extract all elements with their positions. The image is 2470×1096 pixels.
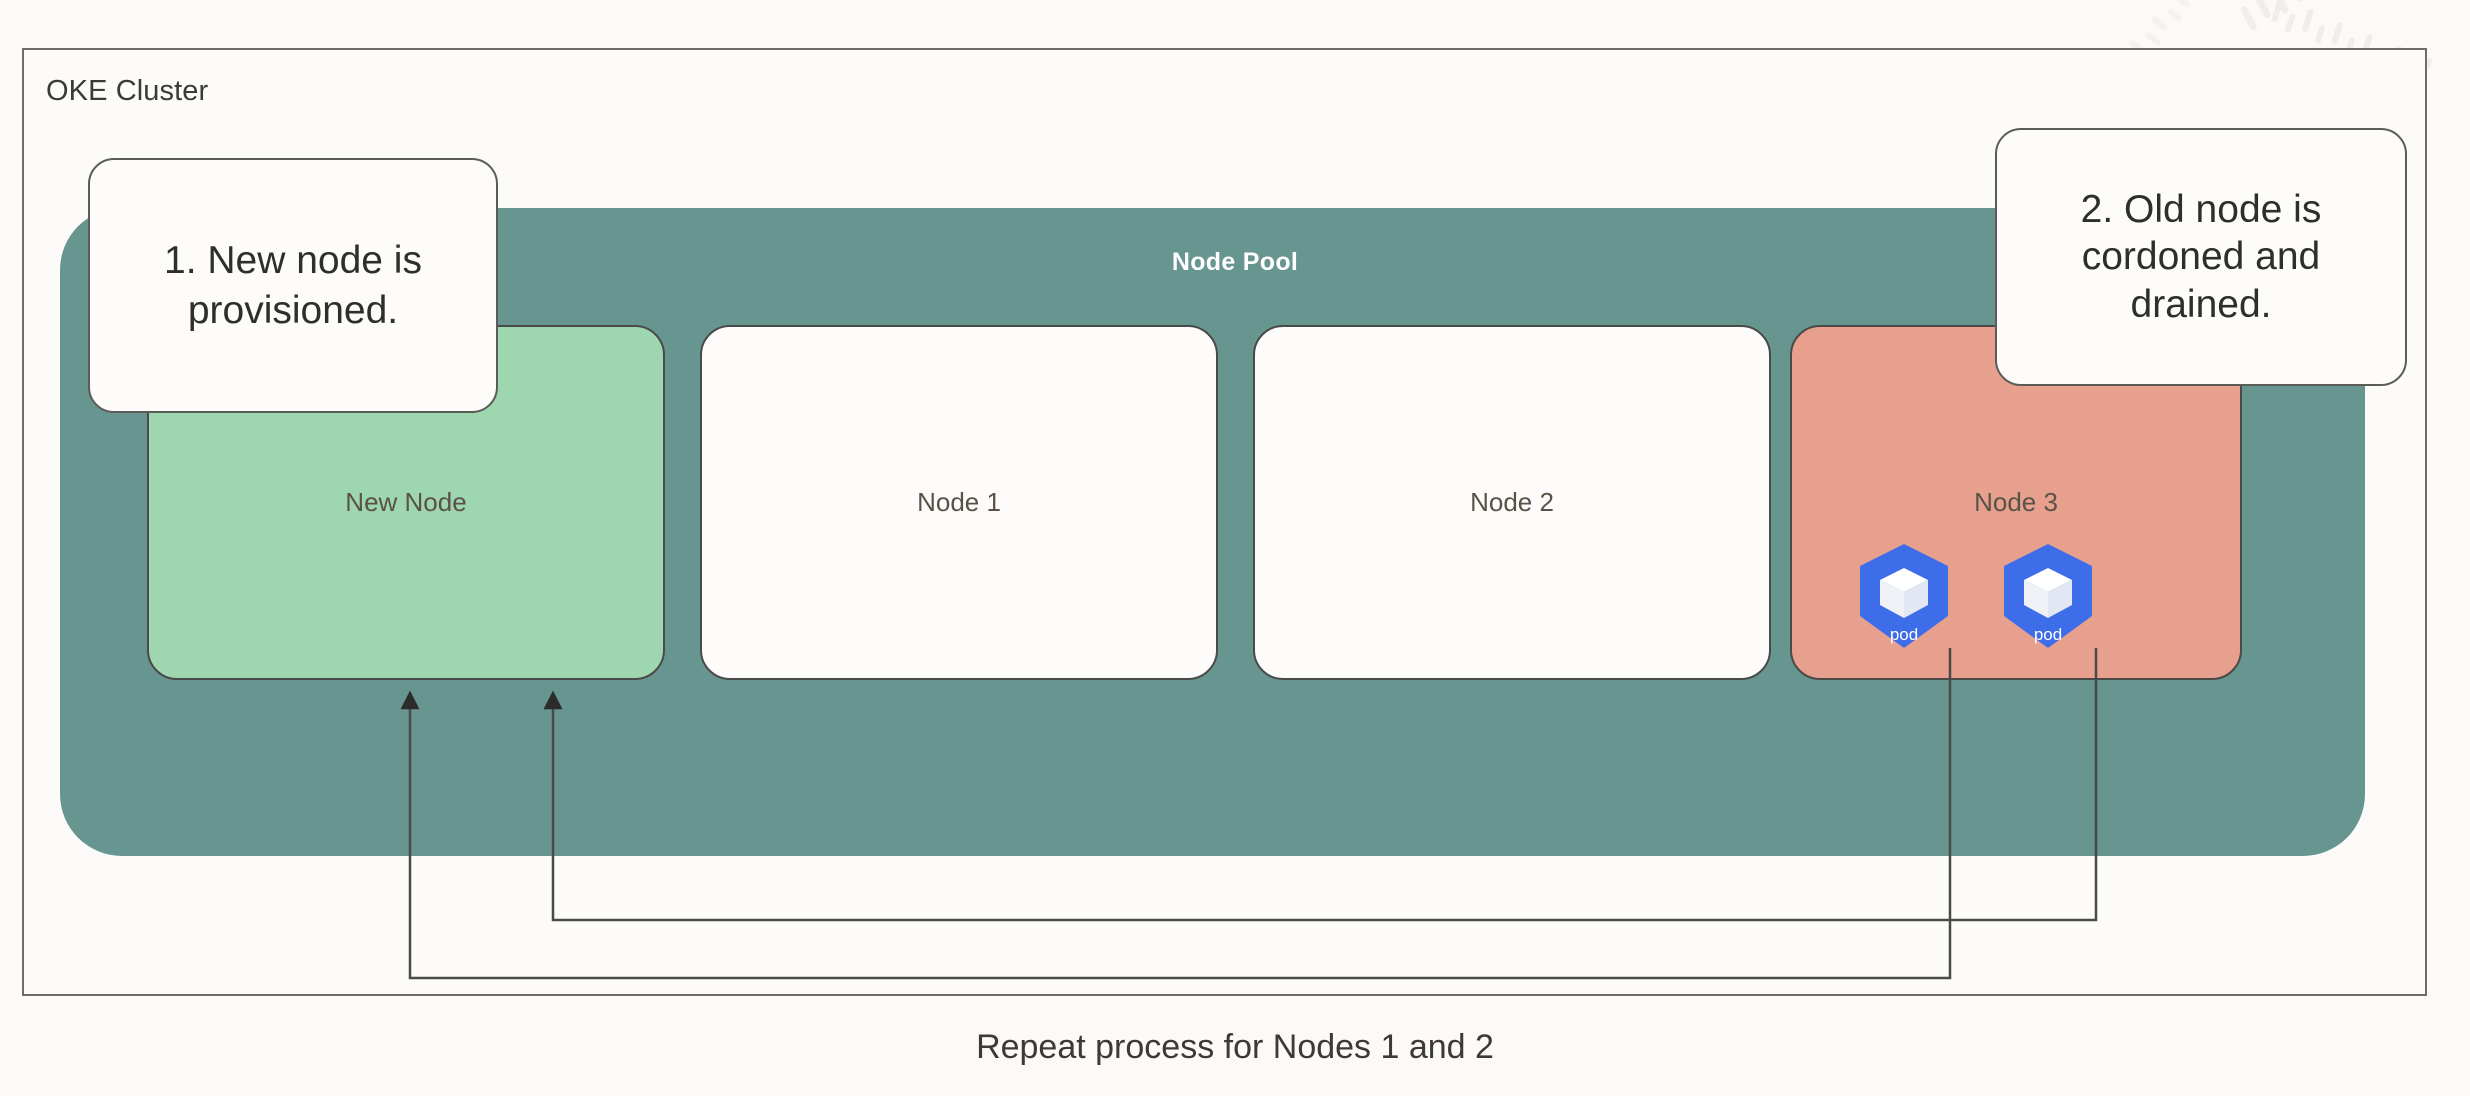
- node-label: New Node: [345, 487, 467, 517]
- pod-label: pod: [2034, 625, 2062, 644]
- callout-step-2: 2. Old node is cordoned and drained.: [1995, 128, 2407, 386]
- node-label: Node 3: [1974, 487, 2058, 517]
- node-card-node-2[interactable]: Node 2: [1253, 325, 1771, 680]
- callout-text: 1. New node is provisioned.: [164, 238, 422, 332]
- callout-text: 2. Old node is cordoned and drained.: [2080, 187, 2322, 326]
- diagram-caption: Repeat process for Nodes 1 and 2: [976, 1028, 1494, 1066]
- node-pool-title: Node Pool: [1171, 248, 1299, 276]
- cluster-title: OKE Cluster: [46, 75, 209, 107]
- node-card-node-1[interactable]: Node 1: [700, 325, 1218, 680]
- node-label: Node 2: [1470, 487, 1554, 517]
- pod-label: pod: [1890, 625, 1918, 644]
- kubernetes-pod-icon[interactable]: pod: [1850, 542, 1958, 650]
- node-label: Node 1: [917, 487, 1001, 517]
- callout-step-1: 1. New node is provisioned.: [88, 158, 498, 413]
- kubernetes-pod-icon[interactable]: pod: [1994, 542, 2102, 650]
